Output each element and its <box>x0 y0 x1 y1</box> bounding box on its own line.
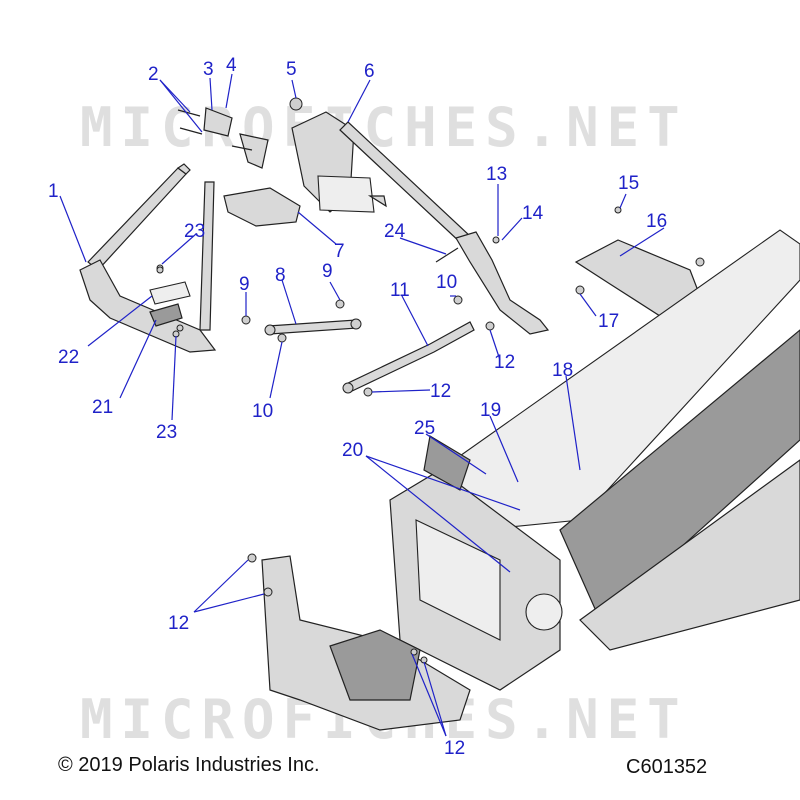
bulkhead <box>389 435 563 691</box>
callout-5: 5 <box>286 59 297 80</box>
callout-7: 7 <box>334 241 345 262</box>
tie-rod <box>264 318 362 336</box>
callout-23a: 23 <box>184 221 205 242</box>
callout-21: 21 <box>92 397 113 418</box>
callout-10a: 10 <box>436 272 457 293</box>
callout-6: 6 <box>364 61 375 82</box>
callout-9b: 9 <box>322 261 333 282</box>
drag-link <box>342 321 475 394</box>
clip-part <box>289 97 303 111</box>
callout-8: 8 <box>275 265 286 286</box>
diagram-code: C601352 <box>626 756 708 778</box>
callout-15: 15 <box>618 173 639 194</box>
front-frame-assembly <box>79 163 217 353</box>
callout-16: 16 <box>646 211 667 232</box>
callout-12c: 12 <box>168 613 189 634</box>
copyright-text: © 2019 Polaris Industries Inc. <box>58 754 320 776</box>
watermark-top: MICROFICHES.NET <box>80 96 688 159</box>
callout-4: 4 <box>226 55 237 76</box>
callout-labels: 1 2 3 4 5 6 7 8 9 9 10 10 11 12 12 12 12… <box>48 55 667 759</box>
callout-22: 22 <box>58 347 79 368</box>
steering-post-frame <box>291 111 550 335</box>
callout-2: 2 <box>148 64 159 85</box>
tunnel <box>439 229 800 651</box>
callout-20: 20 <box>342 440 363 461</box>
callout-10b: 10 <box>252 401 273 422</box>
callout-18: 18 <box>552 360 573 381</box>
callout-3: 3 <box>203 59 214 80</box>
callout-13: 13 <box>486 164 507 185</box>
callout-24: 24 <box>384 221 406 242</box>
callout-12a: 12 <box>494 352 515 373</box>
callout-1: 1 <box>48 181 59 202</box>
callout-12b: 12 <box>430 381 451 402</box>
callout-9a: 9 <box>239 274 250 295</box>
front-chassis <box>247 553 471 731</box>
callout-11: 11 <box>390 280 410 301</box>
small-hardware <box>156 206 622 491</box>
callout-14: 14 <box>522 203 544 224</box>
mount-plate <box>223 187 301 227</box>
callout-25: 25 <box>414 418 435 439</box>
callout-19: 19 <box>480 400 501 421</box>
callout-17: 17 <box>598 311 619 332</box>
leader-lines <box>59 73 665 737</box>
callout-12d: 12 <box>444 738 465 759</box>
callout-23b: 23 <box>156 422 177 443</box>
bracket-hardware <box>177 107 269 169</box>
